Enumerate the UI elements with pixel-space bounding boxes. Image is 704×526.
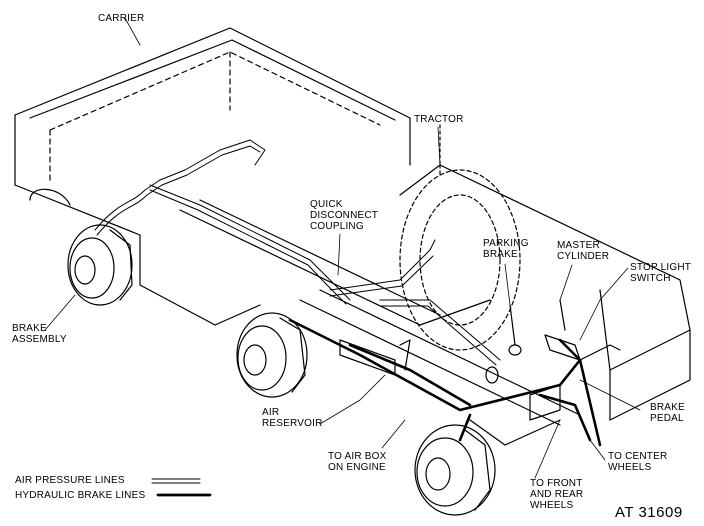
label-stop-light-switch: STOP LIGHT SWITCH [630,262,692,284]
label-carrier: CARRIER [98,13,145,24]
leader-lines [44,17,641,479]
carrier-body [14,27,411,326]
parking-brake-unit [485,304,522,384]
label-brake-pedal: BRAKE PEDAL [650,402,685,424]
label-to-center-wheels: TO CENTER WHEELS [608,451,668,473]
figure-id: AT 31609 [615,504,683,521]
legend-hydraulic-label: HYDRAULIC BRAKE LINES [15,490,146,501]
label-parking-brake: PARKING BRAKE [483,238,529,260]
center-wheel [236,312,308,398]
legend-air-sample [151,478,201,484]
brake-pedal-unit [529,344,621,421]
chassis-frame [179,199,581,426]
air-reservoir-tank [339,339,411,376]
tractor-body [399,124,691,446]
label-brake-assembly: BRAKE ASSEMBLY [12,323,67,345]
label-master-cylinder: MASTER CYLINDER [557,240,610,262]
label-quick-disconnect: QUICK DISCONNECT COUPLING [310,199,379,232]
master-cylinder-unit [544,299,581,361]
label-air-reservoir: AIR RESERVOIR [262,407,323,429]
front-wheel [414,424,496,516]
rear-brake-assembly [67,224,133,306]
hydraulic-brake-lines [288,318,602,447]
label-tractor: TRACTOR [414,114,464,125]
air-pressure-lines [94,139,501,366]
label-to-air-box: TO AIR BOX ON ENGINE [328,451,387,473]
label-to-front-rear: TO FRONT AND REAR WHEELS [530,478,584,511]
legend-air-pressure-label: AIR PRESSURE LINES [15,475,125,486]
